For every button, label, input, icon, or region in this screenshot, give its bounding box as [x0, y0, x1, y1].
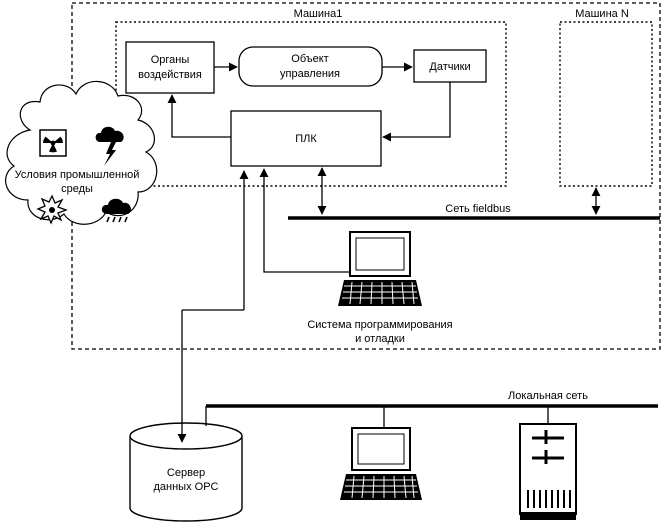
lightning-storm-icon: [95, 126, 124, 166]
actuators-block: Органы воздействия: [125, 41, 215, 94]
machine-n-label: Машина N: [575, 8, 629, 20]
actuators-label-line2: воздействия: [138, 69, 202, 81]
lan-label: Локальная сеть: [508, 390, 588, 402]
plc-block: ПЛК: [230, 110, 382, 167]
programming-system-label-line2: и отладки: [355, 333, 405, 345]
plc-label: ПЛК: [295, 133, 317, 145]
sensors-block: Датчики: [413, 49, 487, 83]
control-object-block: Объект управления: [238, 46, 383, 87]
control-object-label-line1: Объект: [291, 53, 328, 65]
fieldbus-label: Сеть fieldbus: [445, 203, 511, 215]
explosion-icon: [36, 194, 68, 225]
rain-cloud-icon: [101, 198, 131, 223]
radiation-icon: [39, 129, 67, 157]
machine-n-boundary: [559, 21, 653, 187]
machine-n-group: Машина N: [559, 8, 653, 187]
control-object-label-line2: управления: [280, 68, 340, 80]
actuators-label-line1: Органы: [151, 54, 190, 66]
opc-server-database: Сервер данных OPC: [129, 422, 243, 522]
arrow-plc-to-actuators: [167, 94, 231, 138]
sensors-label: Датчики: [429, 61, 470, 73]
programming-system-label-line1: Система программирования: [307, 319, 452, 331]
arrow-sensors-to-plc: [382, 82, 451, 142]
opc-server-label-line2: данных OPC: [154, 481, 219, 493]
server-tower-icon: [519, 423, 577, 520]
programming-computer-icon: [338, 231, 422, 306]
environment-label-line2: среды: [61, 183, 93, 195]
environment-label-line1: Условия промышленной: [15, 169, 140, 181]
workstation-computer-icon: [340, 427, 422, 500]
machine1-label: Машина1: [294, 8, 343, 20]
arrow-programming-to-plc: [259, 168, 350, 273]
opc-server-label-line1: Сервер: [167, 467, 205, 479]
industrial-environment-cloud: Условия промышленной среды: [5, 80, 158, 225]
